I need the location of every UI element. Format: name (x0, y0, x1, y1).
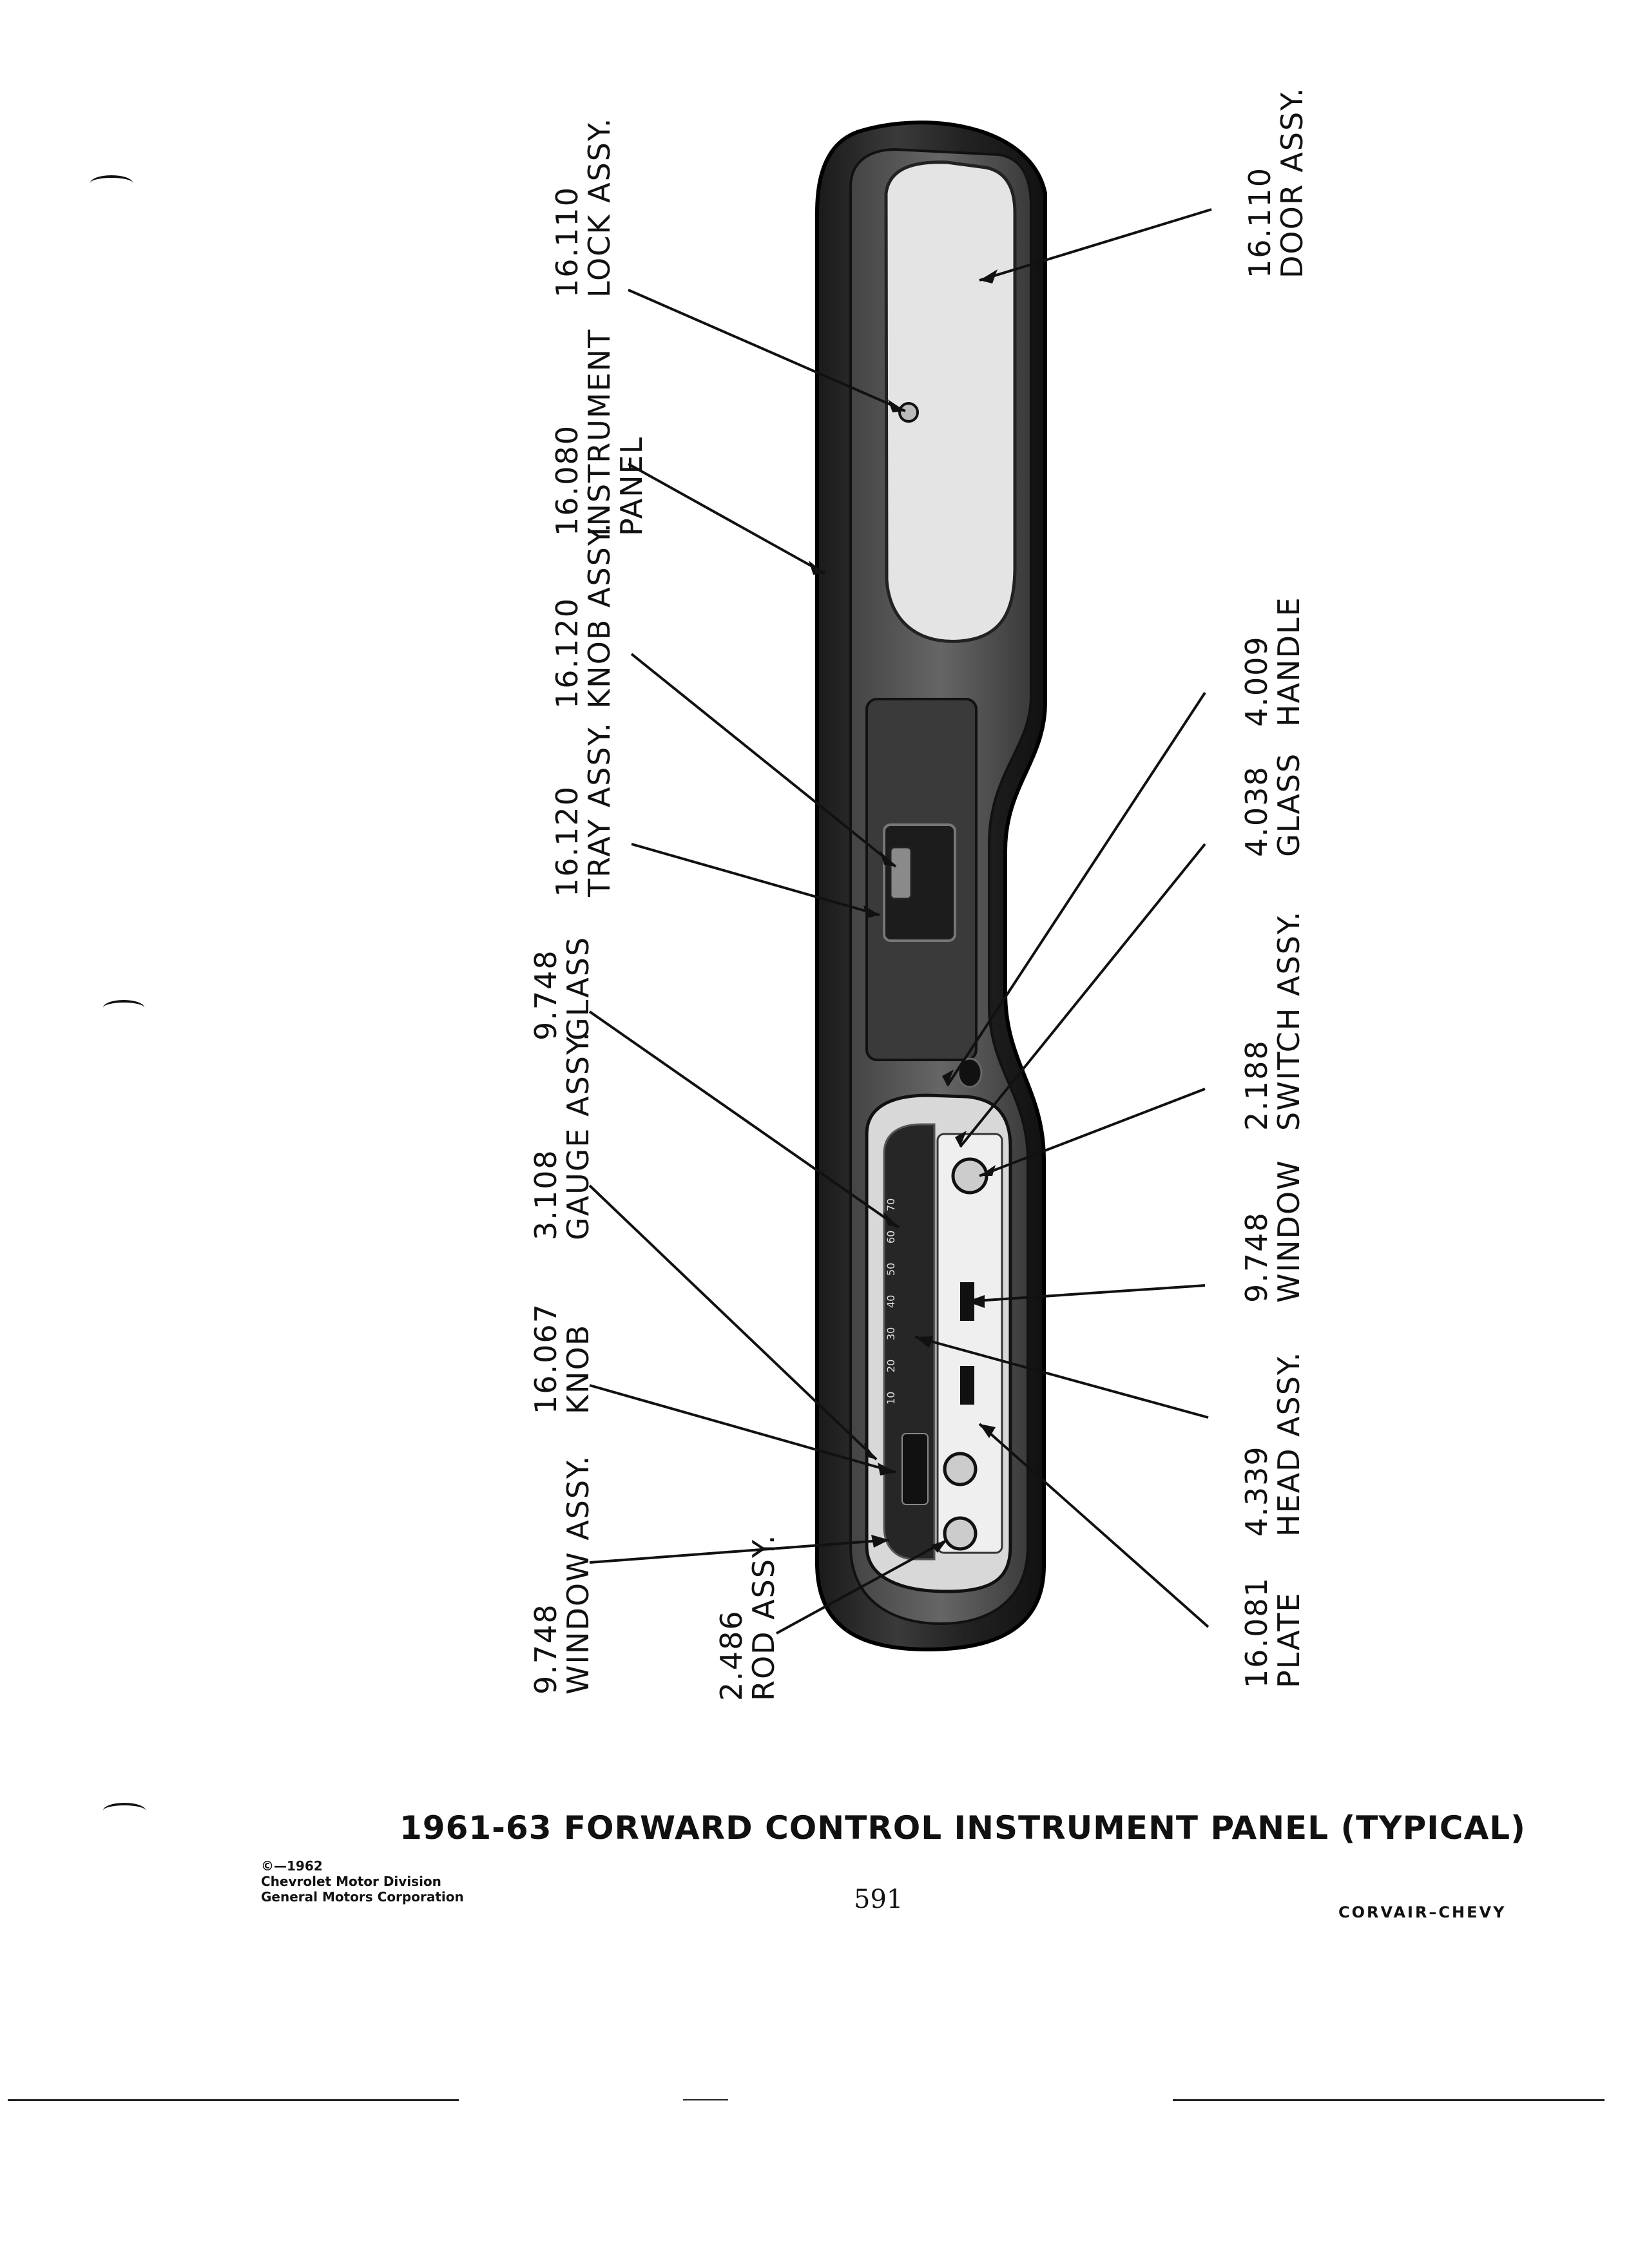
rod-knob (943, 1516, 978, 1551)
svg-text:50: 50 (885, 1263, 897, 1276)
scan-mark-top (90, 175, 133, 191)
model-name: CORVAIR–CHEVY (1338, 1903, 1507, 1921)
svg-text:40: 40 (885, 1295, 897, 1308)
svg-text:10: 10 (885, 1392, 897, 1405)
door-lock (898, 402, 919, 423)
tray-knob (889, 846, 912, 900)
warning-window (901, 1433, 929, 1505)
scan-mark-middle (103, 1000, 144, 1015)
copyright-notice: ©—1962 Chevrolet Motor Division General … (261, 1858, 464, 1905)
knob (943, 1452, 978, 1486)
handle (957, 1057, 983, 1088)
glove-box-door (884, 160, 1017, 643)
svg-text:60: 60 (885, 1231, 897, 1244)
gauge-markings: 70 60 50 40 30 20 10 (885, 1198, 897, 1405)
svg-text:70: 70 (885, 1198, 897, 1211)
bottom-rule-left (8, 2099, 459, 2101)
copyright-year: ©—1962 (261, 1858, 323, 1874)
svg-text:30: 30 (885, 1327, 897, 1340)
leader-arrowheads (809, 269, 998, 1553)
page-number: 591 (854, 1885, 903, 1914)
copyright-corporation: General Motors Corporation (261, 1889, 464, 1905)
leader-lines (588, 208, 1212, 1635)
page-title: 1961-63 FORWARD CONTROL INSTRUMENT PANEL… (400, 1809, 1526, 1847)
indicator-window-2 (960, 1366, 974, 1405)
scan-mark-bottom (103, 1803, 146, 1818)
plate (936, 1133, 1003, 1554)
svg-text:20: 20 (885, 1360, 897, 1372)
bottom-rule-mid (683, 2099, 728, 2100)
copyright-division: Chevrolet Motor Division (261, 1874, 441, 1889)
bottom-rule-right (1173, 2099, 1605, 2101)
